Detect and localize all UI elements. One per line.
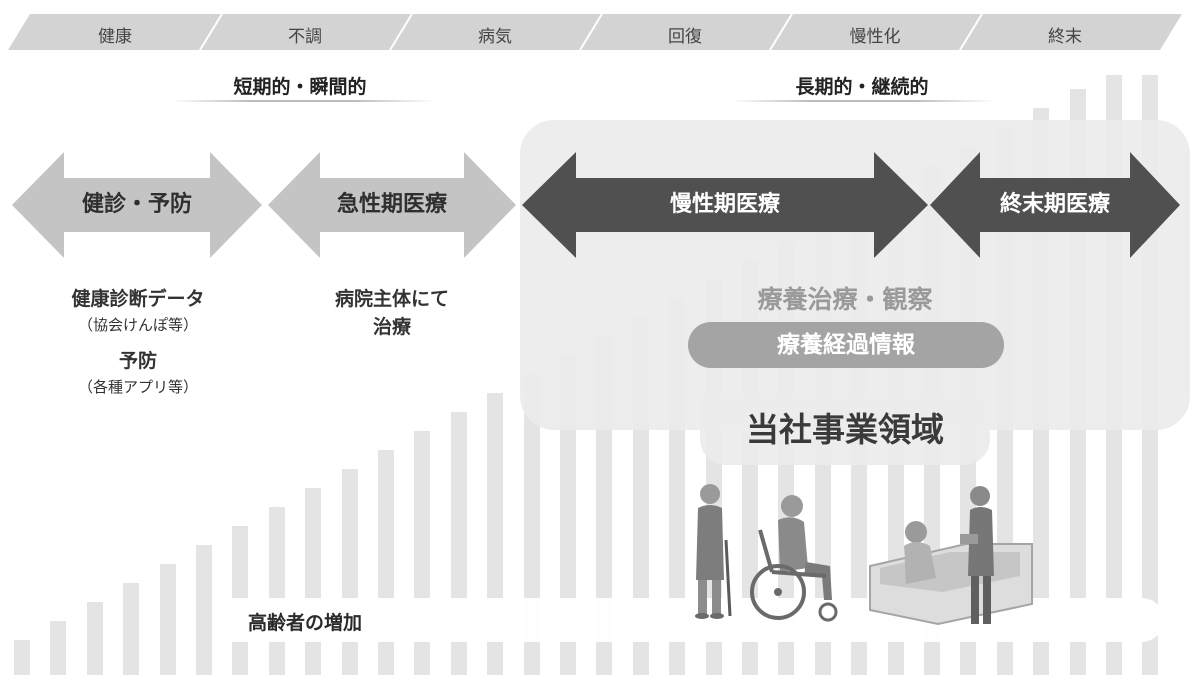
arrow-terminal: 終末期医療 [930, 150, 1180, 260]
caregiver-icon [960, 486, 994, 624]
arrow-label-terminal: 終末期医療 [999, 192, 1110, 217]
background-bar [123, 583, 140, 675]
arrow-label-chronic: 慢性期医療 [669, 192, 780, 217]
checkup-desc-line4: （各種アプリ等） [77, 378, 199, 396]
background-bar [50, 621, 67, 675]
stage-label-recovery: 回復 [668, 27, 702, 47]
term-label-long: 長期的・継続的 [795, 76, 929, 98]
stage-label-malaise: 不調 [288, 27, 322, 47]
acute-description: 病院主体にて 治療 [335, 285, 449, 341]
arrow-checkup: 健診・予防 [12, 150, 262, 260]
background-bar [341, 469, 358, 675]
background-bar [159, 564, 176, 675]
double-arrow-icon [268, 152, 516, 258]
background-bar [560, 355, 576, 675]
checkup-desc-line2: （協会けんぽ等） [77, 316, 199, 334]
company-domain-title: 当社事業領域 [746, 410, 944, 449]
double-arrow-icon [930, 152, 1180, 258]
checkup-description: 健康診断データ （協会けんぽ等） 予防 （各種アプリ等） [71, 285, 204, 399]
company-domain-panel [520, 120, 1190, 430]
checkup-desc-line3: 予防 [118, 350, 158, 372]
stage-label-chronic: 慢性化 [849, 27, 901, 47]
background-bar [196, 545, 212, 675]
background-bar [305, 488, 322, 675]
acute-desc-line2: 治療 [372, 316, 412, 338]
arrow-chronic: 慢性期医療 [522, 150, 928, 260]
stage-band: 健康 不調 病気 回復 慢性化 終末 [0, 0, 1195, 60]
company-domain-panel-tab [700, 395, 990, 465]
wheelchair-person-icon [750, 495, 838, 622]
arrow-label-acute: 急性期医療 [336, 192, 447, 217]
term-label-short: 短期的・瞬間的 [233, 76, 367, 98]
double-arrow-icon [522, 152, 928, 258]
acute-desc-line1: 病院主体にて [334, 288, 450, 310]
background-bar [14, 640, 30, 675]
double-arrow-icon [12, 152, 262, 258]
arrow-label-checkup: 健診・予防 [81, 192, 192, 217]
background-bar [86, 602, 103, 675]
care-bed-icon [869, 521, 1033, 626]
stage-label-terminal: 終末 [1048, 27, 1082, 47]
background-bar [268, 507, 285, 675]
stage-label-health: 健康 [98, 27, 132, 47]
stage-band-shape [8, 13, 1182, 51]
arrow-acute: 急性期医療 [268, 150, 516, 260]
elderly-care-illustration [695, 484, 1033, 626]
stage-label-illness: 病気 [478, 27, 512, 47]
aging-label: 高齢者の増加 [248, 612, 363, 634]
term-underline-long [730, 100, 995, 102]
elderly-woman-icon [695, 484, 732, 619]
treatment-observation-label: 療養治療・観察 [757, 285, 933, 314]
treatment-progress-info-pill: 療養経過情報 [688, 322, 1004, 368]
term-underline-short [170, 100, 435, 102]
checkup-desc-line1: 健康診断データ [71, 288, 205, 310]
